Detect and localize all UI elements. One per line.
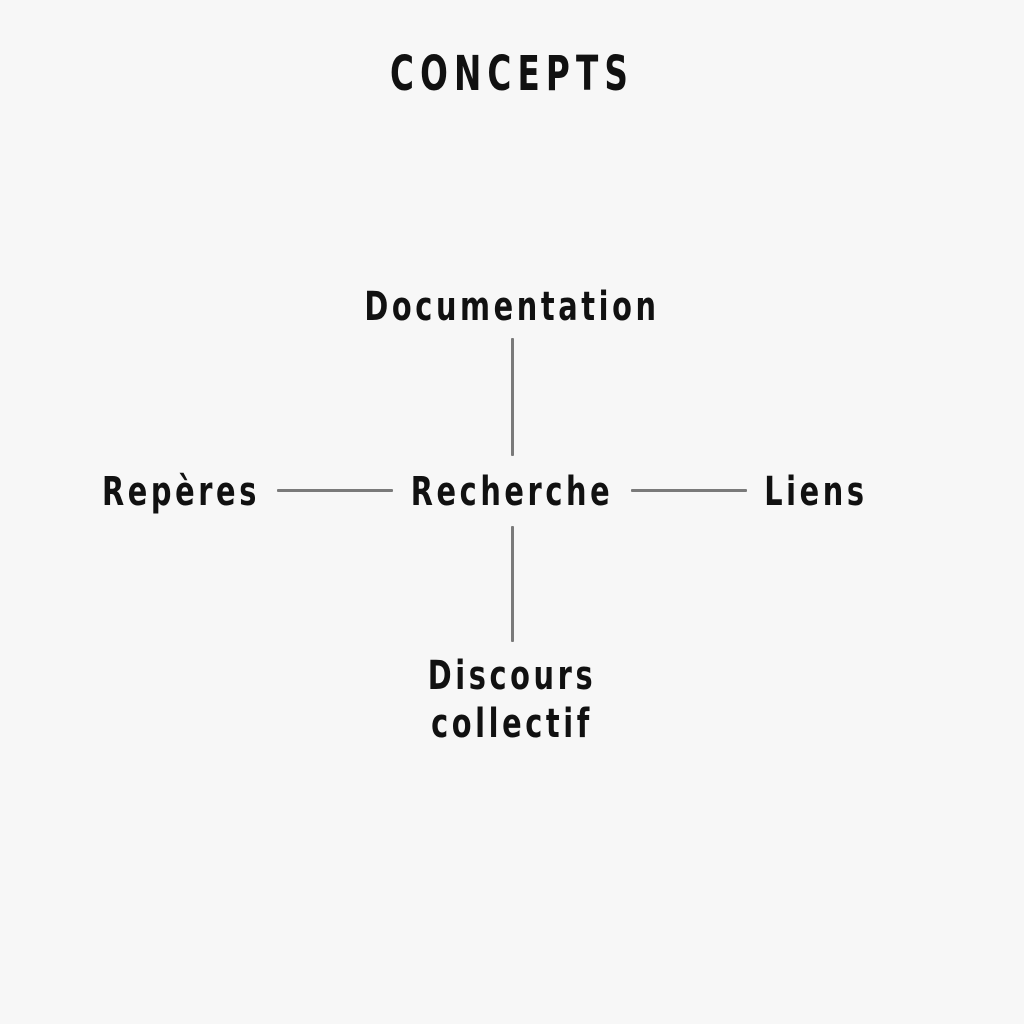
node-recherche: Recherche: [410, 469, 614, 515]
connector-bottom: [511, 526, 514, 642]
connector-top: [511, 338, 514, 456]
node-liens: Liens: [764, 469, 868, 515]
node-documentation: Documentation: [364, 284, 660, 330]
connector-left: [277, 489, 393, 492]
diagram-title: CONCEPTS: [390, 46, 634, 102]
node-discours-collectif: Discours collectif: [427, 653, 597, 747]
node-reperes: Repères: [102, 469, 260, 515]
connector-right: [631, 489, 747, 492]
